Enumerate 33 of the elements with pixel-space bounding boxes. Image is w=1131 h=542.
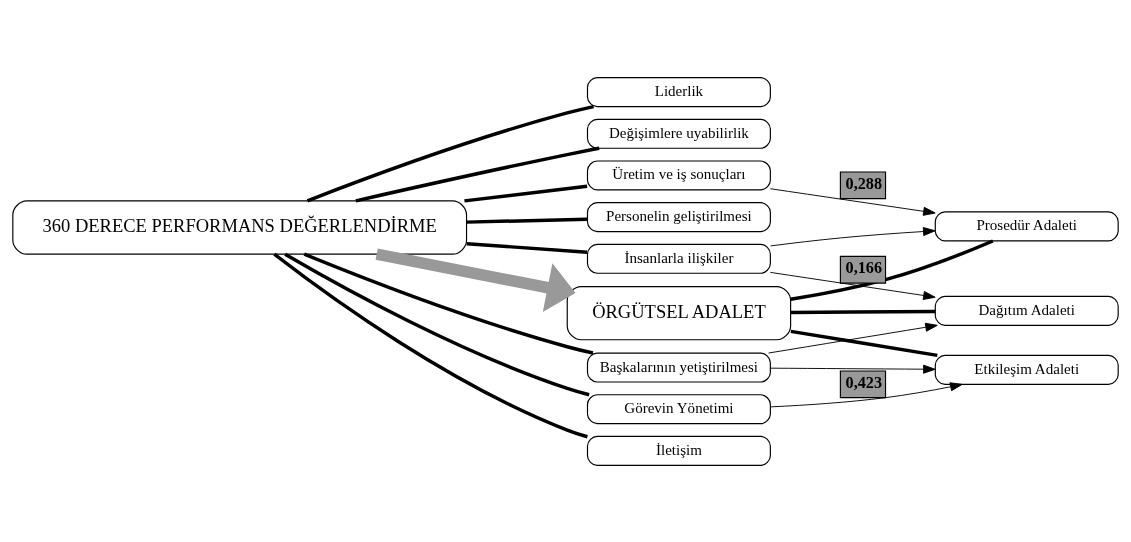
node-box: Etkileşim Adaleti (934, 354, 1119, 385)
connector (303, 252, 594, 355)
connector (790, 238, 994, 301)
node-box: Liderlik (586, 76, 771, 107)
connector (466, 241, 588, 254)
node-box: Başkalarının yetiştirilmesi (586, 352, 771, 383)
node-box: Prosedür Adaleti (934, 210, 1119, 241)
connector (306, 104, 594, 202)
arrow (770, 381, 963, 407)
node-box: Dağıtım Adaleti (934, 295, 1119, 326)
node-box: Görevin Yönetimi (586, 393, 771, 424)
node-box: 360 DERECE PERFORMANS DEĞERLENDİRME (12, 199, 468, 255)
arrow (770, 226, 936, 246)
edge-label: 0,288 (845, 174, 883, 193)
connector (273, 252, 588, 438)
edge-label: 0,423 (845, 373, 883, 392)
node-box: Personelin geliştirilmesi (586, 201, 771, 232)
connector (464, 184, 588, 203)
connector (355, 146, 600, 203)
node-box: İletişim (586, 435, 771, 466)
node-box: Değişimlere uyabilirlik (586, 118, 771, 149)
node-box: ÖRGÜTSEL ADALET (566, 285, 792, 340)
connector (284, 252, 590, 396)
node-box: Üretim ve iş sonuçları (586, 159, 771, 190)
arrow (769, 271, 936, 300)
connector (790, 329, 938, 357)
connector (790, 309, 936, 314)
edge-label: 0,166 (845, 258, 883, 277)
connector (466, 217, 588, 224)
arrow (768, 322, 938, 353)
arrow (769, 187, 936, 216)
node-box: İnsanlarla ilişkiler (586, 243, 771, 274)
arrow (769, 364, 936, 374)
